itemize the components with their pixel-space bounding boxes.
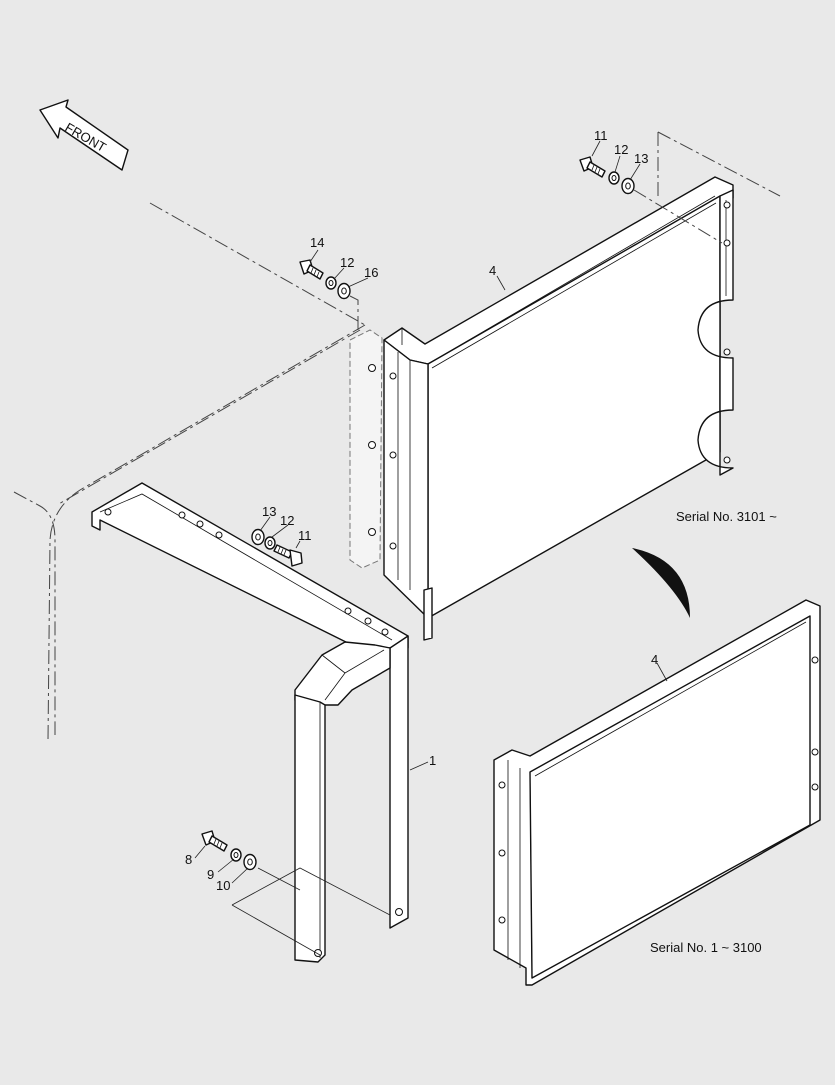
bolt-set-upper-left bbox=[299, 259, 359, 332]
radiator-cover-new bbox=[383, 176, 734, 641]
serial-label-old: Serial No. 1 ~ 3100 bbox=[650, 940, 762, 955]
callout-12-upper: 12 bbox=[614, 142, 628, 157]
callouts: 1 4 4 8 9 10 11 12 13 13 12 11 14 12 16 bbox=[185, 128, 658, 893]
callout-11-middle: 11 bbox=[298, 528, 312, 543]
serial-label-new: Serial No. 3101 ~ bbox=[676, 509, 777, 524]
callout-12-left: 12 bbox=[340, 255, 354, 270]
radiator-cover-old bbox=[493, 599, 821, 986]
callout-8: 8 bbox=[185, 852, 192, 867]
bolt-icon bbox=[273, 544, 303, 567]
machine-outline-phantom bbox=[13, 131, 781, 741]
callout-4-upper: 4 bbox=[489, 263, 496, 278]
callout-10: 10 bbox=[216, 878, 230, 893]
support-frame bbox=[91, 482, 409, 963]
callout-9: 9 bbox=[207, 867, 214, 882]
mounting-plate-phantom bbox=[349, 329, 383, 569]
bolt-set-middle bbox=[251, 528, 303, 567]
bolt-set-upper-right bbox=[579, 156, 723, 244]
front-arrow-icon: FRONT bbox=[39, 99, 129, 171]
callout-12-middle: 12 bbox=[280, 513, 294, 528]
callout-14: 14 bbox=[310, 235, 324, 250]
bolt-icon bbox=[201, 830, 228, 852]
bolt-set-lower bbox=[201, 830, 391, 956]
callout-13-upper: 13 bbox=[634, 151, 648, 166]
callout-16: 16 bbox=[364, 265, 378, 280]
callout-1: 1 bbox=[429, 753, 436, 768]
callout-13-middle: 13 bbox=[262, 504, 276, 519]
callout-4-lower: 4 bbox=[651, 652, 658, 667]
leader-lines bbox=[194, 140, 668, 884]
bolt-icon bbox=[299, 259, 324, 280]
callout-11-upper: 11 bbox=[594, 128, 608, 143]
replacement-arrow-icon bbox=[632, 548, 690, 618]
bolt-icon bbox=[579, 156, 606, 178]
